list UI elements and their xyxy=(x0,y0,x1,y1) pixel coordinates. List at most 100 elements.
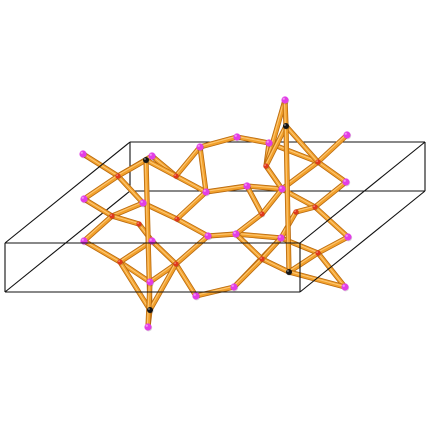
bond-highlight xyxy=(206,232,236,236)
atom-sphere xyxy=(109,213,115,219)
atom-shine xyxy=(118,260,120,262)
bond xyxy=(173,173,209,195)
bond-highlight xyxy=(204,184,247,192)
bond xyxy=(315,250,348,290)
atom-magenta xyxy=(230,283,239,292)
atom-sphere xyxy=(259,256,265,262)
bond-highlight xyxy=(116,158,146,176)
atom-red xyxy=(174,216,181,223)
atom-magenta xyxy=(80,195,89,204)
bond-body xyxy=(175,190,208,221)
bond-highlight xyxy=(260,236,281,259)
bond-body xyxy=(287,251,320,274)
bond-highlight xyxy=(313,205,348,237)
bond-body xyxy=(260,187,284,216)
atom-shine xyxy=(147,279,150,282)
unit-cell-edge xyxy=(4,141,131,244)
atom-shine xyxy=(316,160,318,162)
atom-sphere xyxy=(146,278,154,286)
atom-shine xyxy=(283,123,286,126)
bond-highlight xyxy=(175,190,206,219)
atom-shine xyxy=(81,196,84,199)
atom-sphere xyxy=(344,233,352,241)
atom-black xyxy=(286,269,293,276)
bond-highlight xyxy=(316,235,348,253)
bond-highlight xyxy=(234,232,281,238)
atom-magenta xyxy=(277,234,286,243)
unit-cell-edge xyxy=(299,190,426,293)
atom-magenta xyxy=(192,292,201,301)
atom-shine xyxy=(233,231,236,234)
bond xyxy=(145,279,153,330)
bond-highlight xyxy=(264,124,286,166)
atom-sphere xyxy=(143,157,149,163)
atom-shine xyxy=(286,269,289,272)
bond xyxy=(244,183,285,192)
bond-highlight xyxy=(116,174,143,203)
bond xyxy=(244,183,265,217)
atom-shine xyxy=(149,153,152,156)
bond xyxy=(283,123,292,275)
atom-red xyxy=(263,163,270,170)
atom-shine xyxy=(345,234,348,237)
bond xyxy=(193,284,237,299)
bond-highlight xyxy=(110,214,139,224)
atom-magenta xyxy=(344,233,353,242)
atom-magenta xyxy=(139,199,148,208)
atom-magenta xyxy=(202,188,211,197)
bond xyxy=(81,238,123,265)
atom-sphere xyxy=(286,269,292,275)
atom-sphere xyxy=(315,159,321,165)
atom-magenta xyxy=(148,152,157,161)
atom-shine xyxy=(174,174,176,176)
atom-sphere xyxy=(343,131,351,139)
atom-magenta xyxy=(341,283,350,292)
atom-shine xyxy=(80,151,83,154)
atom-sphere xyxy=(230,283,238,291)
atom-shine xyxy=(234,134,237,137)
bond-highlight xyxy=(283,98,286,126)
bond xyxy=(259,235,284,262)
bond-highlight xyxy=(294,205,315,212)
atom-sphere xyxy=(173,261,179,267)
atom-sphere xyxy=(148,152,156,160)
atom-sphere xyxy=(196,143,204,151)
bond xyxy=(173,261,199,299)
atom-red xyxy=(115,173,122,180)
bond-body xyxy=(174,234,210,266)
atom-sphere xyxy=(192,292,200,300)
bond xyxy=(259,186,285,217)
bond xyxy=(147,261,179,313)
bond-highlight xyxy=(148,262,176,282)
bond-body xyxy=(313,180,348,209)
atom-sphere xyxy=(232,230,240,238)
bond-body xyxy=(316,133,349,164)
bond-highlight xyxy=(316,133,347,162)
bond-highlight xyxy=(316,251,345,287)
atom-shine xyxy=(175,217,177,219)
atom-shine xyxy=(231,284,234,287)
atom-shine xyxy=(342,284,345,287)
atom-shine xyxy=(149,238,152,241)
bond-body xyxy=(245,184,284,191)
bond xyxy=(312,204,351,240)
atom-sphere xyxy=(173,173,179,179)
atom-black xyxy=(283,123,290,130)
bond xyxy=(282,97,289,129)
unit-cell-back-edges xyxy=(4,141,425,293)
atom-shine xyxy=(344,132,347,135)
atom-magenta xyxy=(146,278,155,287)
atom-red xyxy=(312,204,319,211)
atom-shine xyxy=(205,233,208,236)
bond-highlight xyxy=(174,234,208,264)
atom-shine xyxy=(140,200,143,203)
atom-magenta xyxy=(265,139,274,148)
atom-shine xyxy=(264,164,266,166)
bond xyxy=(315,234,351,256)
bond xyxy=(234,134,272,146)
bond xyxy=(115,157,149,179)
atom-shine xyxy=(147,307,150,310)
atom-magenta xyxy=(144,323,153,332)
